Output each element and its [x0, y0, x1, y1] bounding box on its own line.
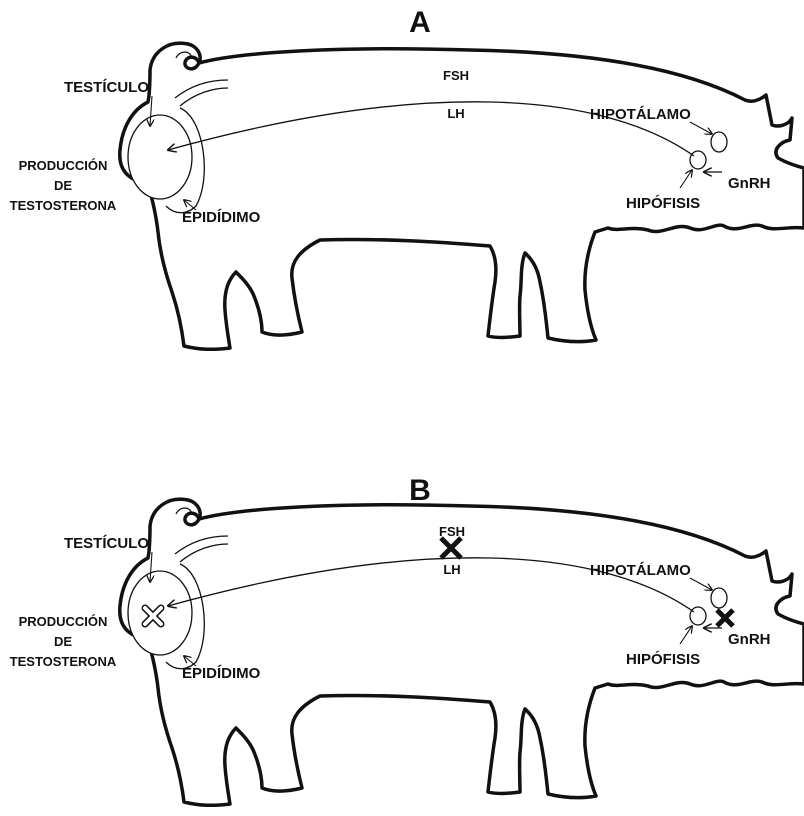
label-epididymis: EPIDÍDIMO: [182, 209, 261, 226]
label-gnrh: GnRH: [728, 175, 771, 192]
label-fsh: FSH: [439, 524, 465, 539]
label-production-2: DE: [54, 178, 72, 193]
label-production-1: PRODUCCIÓN: [19, 614, 108, 629]
panel-title-a: A: [409, 6, 431, 39]
label-epididymis: EPIDÍDIMO: [182, 665, 261, 682]
label-hypothalamus: HIPOTÁLAMO: [590, 106, 691, 123]
label-testicle: TESTÍCULO: [64, 79, 149, 96]
label-gnrh: GnRH: [728, 631, 771, 648]
panel-a: A TESTÍCULO PRODUCCIÓN DE TESTOSTERONA E…: [10, 6, 804, 349]
label-pituitary: HIPÓFISIS: [626, 650, 700, 668]
label-pituitary: HIPÓFISIS: [626, 194, 700, 212]
label-production-3: TESTOSTERONA: [10, 198, 117, 213]
label-production-2: DE: [54, 634, 72, 649]
label-lh: LH: [447, 106, 464, 121]
label-production-3: TESTOSTERONA: [10, 654, 117, 669]
pig-outline-icon: [120, 43, 804, 349]
panel-b: B TESTÍCULO: [10, 474, 804, 805]
panel-title-b: B: [409, 474, 431, 507]
pig-outline-icon: [120, 499, 804, 805]
label-lh: LH: [443, 562, 460, 577]
label-testicle: TESTÍCULO: [64, 535, 149, 552]
label-production-1: PRODUCCIÓN: [19, 158, 108, 173]
label-hypothalamus: HIPOTÁLAMO: [590, 562, 691, 579]
label-fsh: FSH: [443, 68, 469, 83]
